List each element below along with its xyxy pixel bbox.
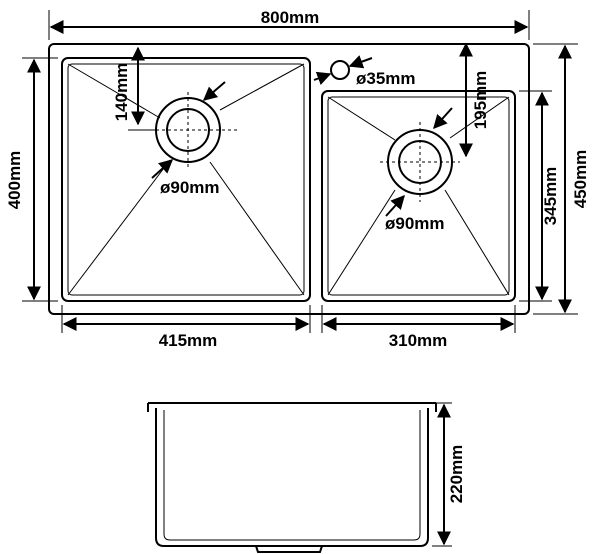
small-drain-diameter-callout: ø90mm bbox=[385, 107, 453, 233]
side-bowl-outline bbox=[155, 408, 429, 547]
large-bowl-width-dimension: 415mm bbox=[61, 305, 311, 350]
overall-width-label: 800mm bbox=[261, 8, 320, 27]
top-view: 800mm 450mm 345mm 400mm 415m bbox=[5, 8, 590, 350]
tap-hole-diameter-label: ø35mm bbox=[356, 69, 416, 88]
large-drain-offset-dimension: 140mm bbox=[112, 46, 158, 131]
bowl-height-dimension: 220mm bbox=[432, 402, 466, 547]
small-bowl-depth-dimension: 345mm bbox=[519, 90, 560, 302]
small-drain-offset-dimension: 195mm bbox=[459, 42, 490, 158]
small-drain-offset-label: 195mm bbox=[471, 71, 490, 130]
small-bowl-depth-label: 345mm bbox=[541, 167, 560, 226]
overall-depth-dimension: 450mm bbox=[533, 43, 590, 315]
sink-outer-rim bbox=[48, 43, 530, 315]
overall-depth-label: 450mm bbox=[571, 150, 590, 209]
small-bowl-width-label: 310mm bbox=[389, 331, 448, 350]
tap-hole bbox=[330, 60, 350, 80]
large-drain-offset-label: 140mm bbox=[112, 63, 131, 122]
large-drain-diameter-callout: ø90mm bbox=[151, 81, 226, 197]
small-bowl-width-dimension: 310mm bbox=[321, 305, 516, 350]
large-bowl-depth-label: 400mm bbox=[5, 151, 24, 210]
large-bowl-depth-dimension: 400mm bbox=[5, 57, 58, 302]
large-bowl bbox=[61, 57, 311, 302]
bowl-height-label: 220mm bbox=[447, 445, 466, 504]
overall-width-dimension: 800mm bbox=[48, 8, 530, 40]
large-bowl-width-label: 415mm bbox=[159, 331, 218, 350]
large-drain-diameter-label: ø90mm bbox=[160, 178, 220, 197]
side-view: 220mm bbox=[147, 402, 466, 553]
large-drain-inner bbox=[166, 108, 210, 152]
side-drain-stub bbox=[255, 545, 323, 553]
tap-hole-diameter-callout: ø35mm bbox=[313, 55, 416, 88]
small-drain-diameter-label: ø90mm bbox=[385, 214, 445, 233]
small-bowl bbox=[321, 90, 516, 302]
